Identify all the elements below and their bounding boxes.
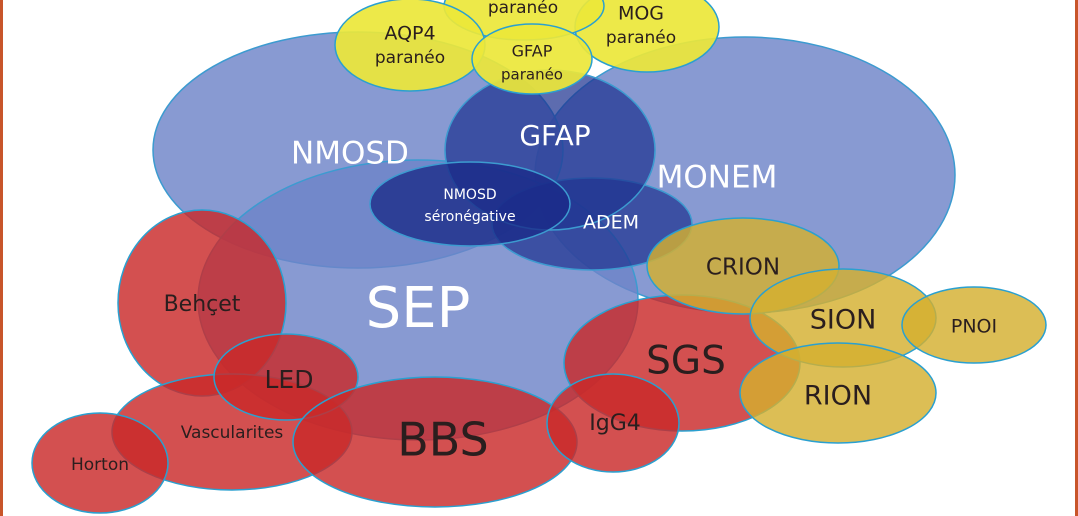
label-nmosd: NMOSD — [291, 136, 409, 172]
label-sep: SEP — [366, 276, 471, 341]
label-aqp4-sub: paranéo — [375, 48, 445, 68]
gfap-paraneo-ellipse — [471, 23, 593, 95]
label-igg4: IgG4 — [589, 411, 641, 436]
nmosd-seronegative-ellipse — [369, 161, 571, 247]
label-top-paraneo: paranéo — [488, 0, 558, 18]
label-aqp4: AQP4 — [384, 23, 435, 45]
horton-ellipse — [31, 412, 169, 514]
label-gfap-paraneo-sub: paranéo — [501, 66, 563, 84]
label-led: LED — [265, 365, 314, 394]
label-adem: ADEM — [583, 212, 639, 234]
label-bbs: BBS — [397, 413, 489, 467]
label-sgs: SGS — [646, 339, 726, 384]
label-gfap: GFAP — [519, 119, 590, 152]
label-mog: MOG — [618, 3, 664, 25]
label-pnoi: PNOI — [951, 316, 997, 338]
label-crion: CRION — [706, 255, 780, 281]
label-rion: RION — [804, 381, 872, 412]
label-nmosd-seronegative: NMOSD — [443, 187, 496, 203]
label-vascularites: Vascularites — [181, 423, 284, 443]
led-ellipse — [213, 333, 359, 421]
rion-ellipse — [739, 342, 937, 444]
pnoi-ellipse — [901, 286, 1047, 364]
label-behcet: Behçet — [164, 292, 241, 317]
label-gfap-paraneo: GFAP — [512, 42, 553, 61]
label-nmosd-seronegative-sub: séronégative — [424, 209, 515, 225]
label-monem: MONEM — [657, 160, 778, 196]
aqp4-paraneo-ellipse — [334, 0, 486, 92]
label-horton: Horton — [71, 455, 129, 475]
igg4-ellipse — [546, 373, 680, 473]
label-mog-sub: paranéo — [606, 28, 676, 48]
label-sion: SION — [810, 305, 877, 336]
